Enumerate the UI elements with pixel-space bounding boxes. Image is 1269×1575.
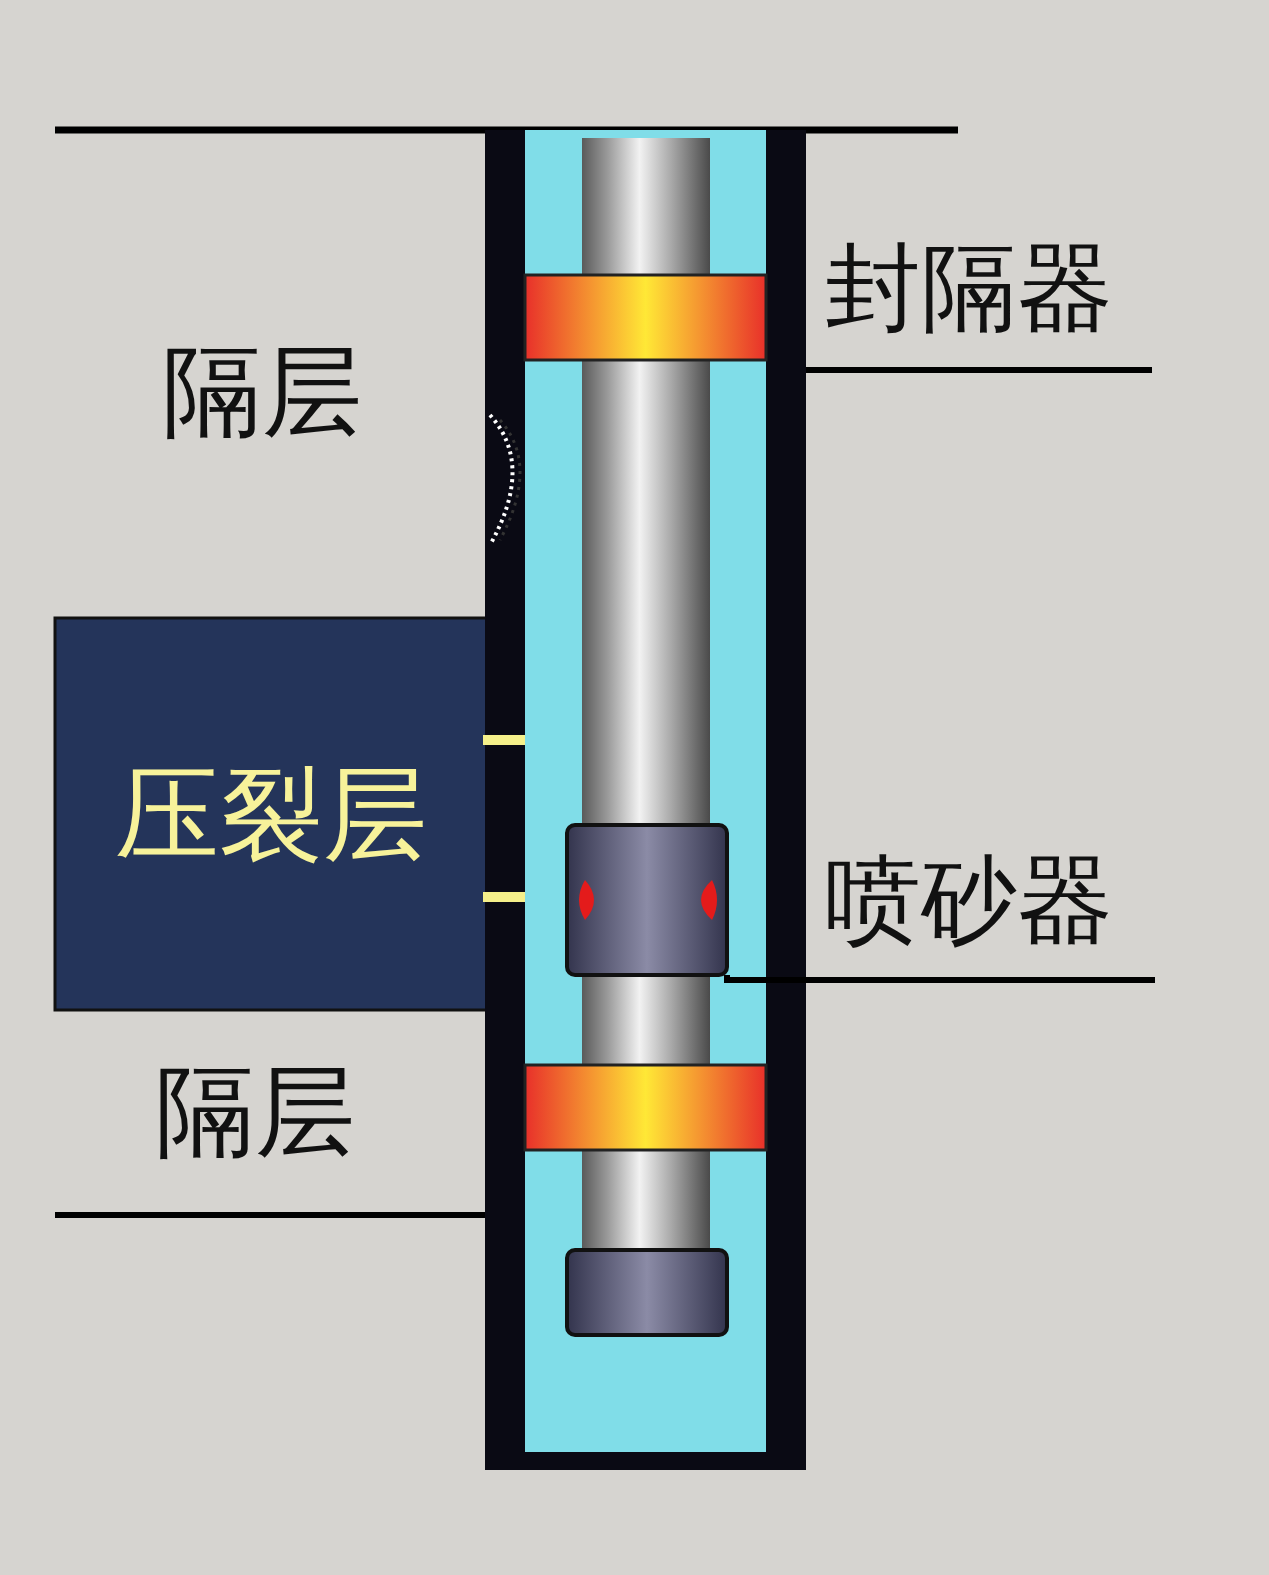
layer-boundary xyxy=(55,1212,487,1218)
sand-jet-tool xyxy=(567,825,727,975)
frac-layer-band xyxy=(55,618,487,1010)
packer xyxy=(525,1065,766,1150)
jet-nozzle xyxy=(579,880,594,920)
casing-wall xyxy=(485,130,525,1470)
layer-name: 隔层 xyxy=(155,1062,355,1162)
leader-line xyxy=(727,975,1155,980)
casing-wall xyxy=(766,130,806,1470)
jet-nozzle xyxy=(701,880,717,920)
damage-zone xyxy=(500,420,520,540)
layer-name: 隔层 xyxy=(162,342,362,442)
frac-layer: 压裂层 xyxy=(55,618,487,1010)
layer-label: 压裂层 xyxy=(115,762,427,866)
part-name: 喷砂器 xyxy=(825,852,1113,948)
perforation xyxy=(483,892,525,902)
leader-line xyxy=(806,367,1152,373)
packer xyxy=(525,275,766,360)
perforation xyxy=(483,735,525,745)
bottom-plug xyxy=(567,1250,727,1335)
annulus-fluid xyxy=(525,130,766,1452)
casing-bottom xyxy=(485,1452,806,1470)
part-name: 封隔器 xyxy=(825,240,1113,336)
